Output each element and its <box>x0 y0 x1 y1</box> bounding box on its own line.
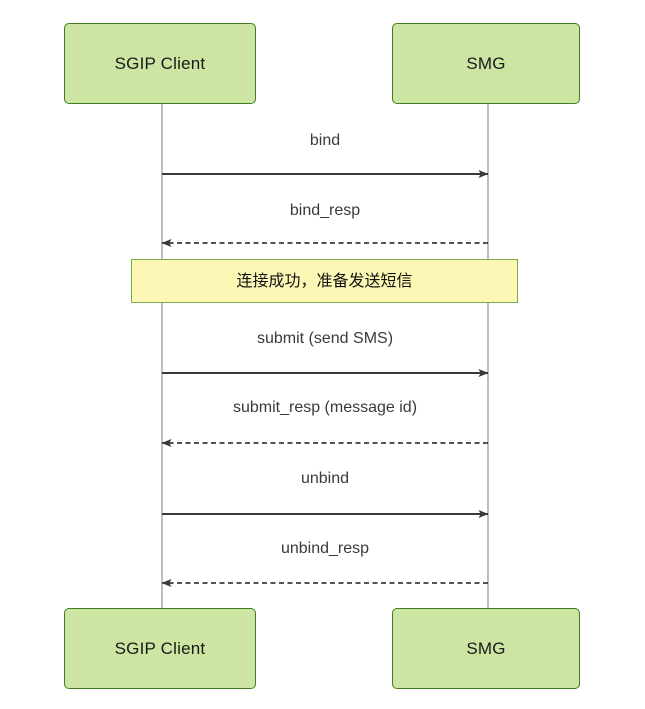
note-label: 连接成功，准备发送短信 <box>236 271 413 290</box>
message-label: bind_resp <box>289 202 361 219</box>
lifelines-group <box>161 104 489 608</box>
participant-label: SMG <box>466 54 506 73</box>
participant-box-client-head[interactable]: SGIP Client <box>64 23 256 104</box>
participant-label: SGIP Client <box>114 54 206 73</box>
message-arrows-group <box>161 170 489 587</box>
participant-label: SGIP Client <box>114 639 206 658</box>
message-label: submit_resp (message id) <box>232 399 418 416</box>
participant-box-smg-head[interactable]: SMG <box>392 23 580 104</box>
participant-box-smg-foot[interactable]: SMG <box>392 608 580 689</box>
message-label: submit (send SMS) <box>256 330 394 347</box>
participant-box-client-foot[interactable]: SGIP Client <box>64 608 256 689</box>
participant-label: SMG <box>466 639 506 658</box>
message-label: bind <box>309 132 341 149</box>
message-label: unbind <box>300 470 350 487</box>
message-label: unbind_resp <box>280 540 370 557</box>
note-box[interactable]: 连接成功，准备发送短信 <box>131 259 518 303</box>
